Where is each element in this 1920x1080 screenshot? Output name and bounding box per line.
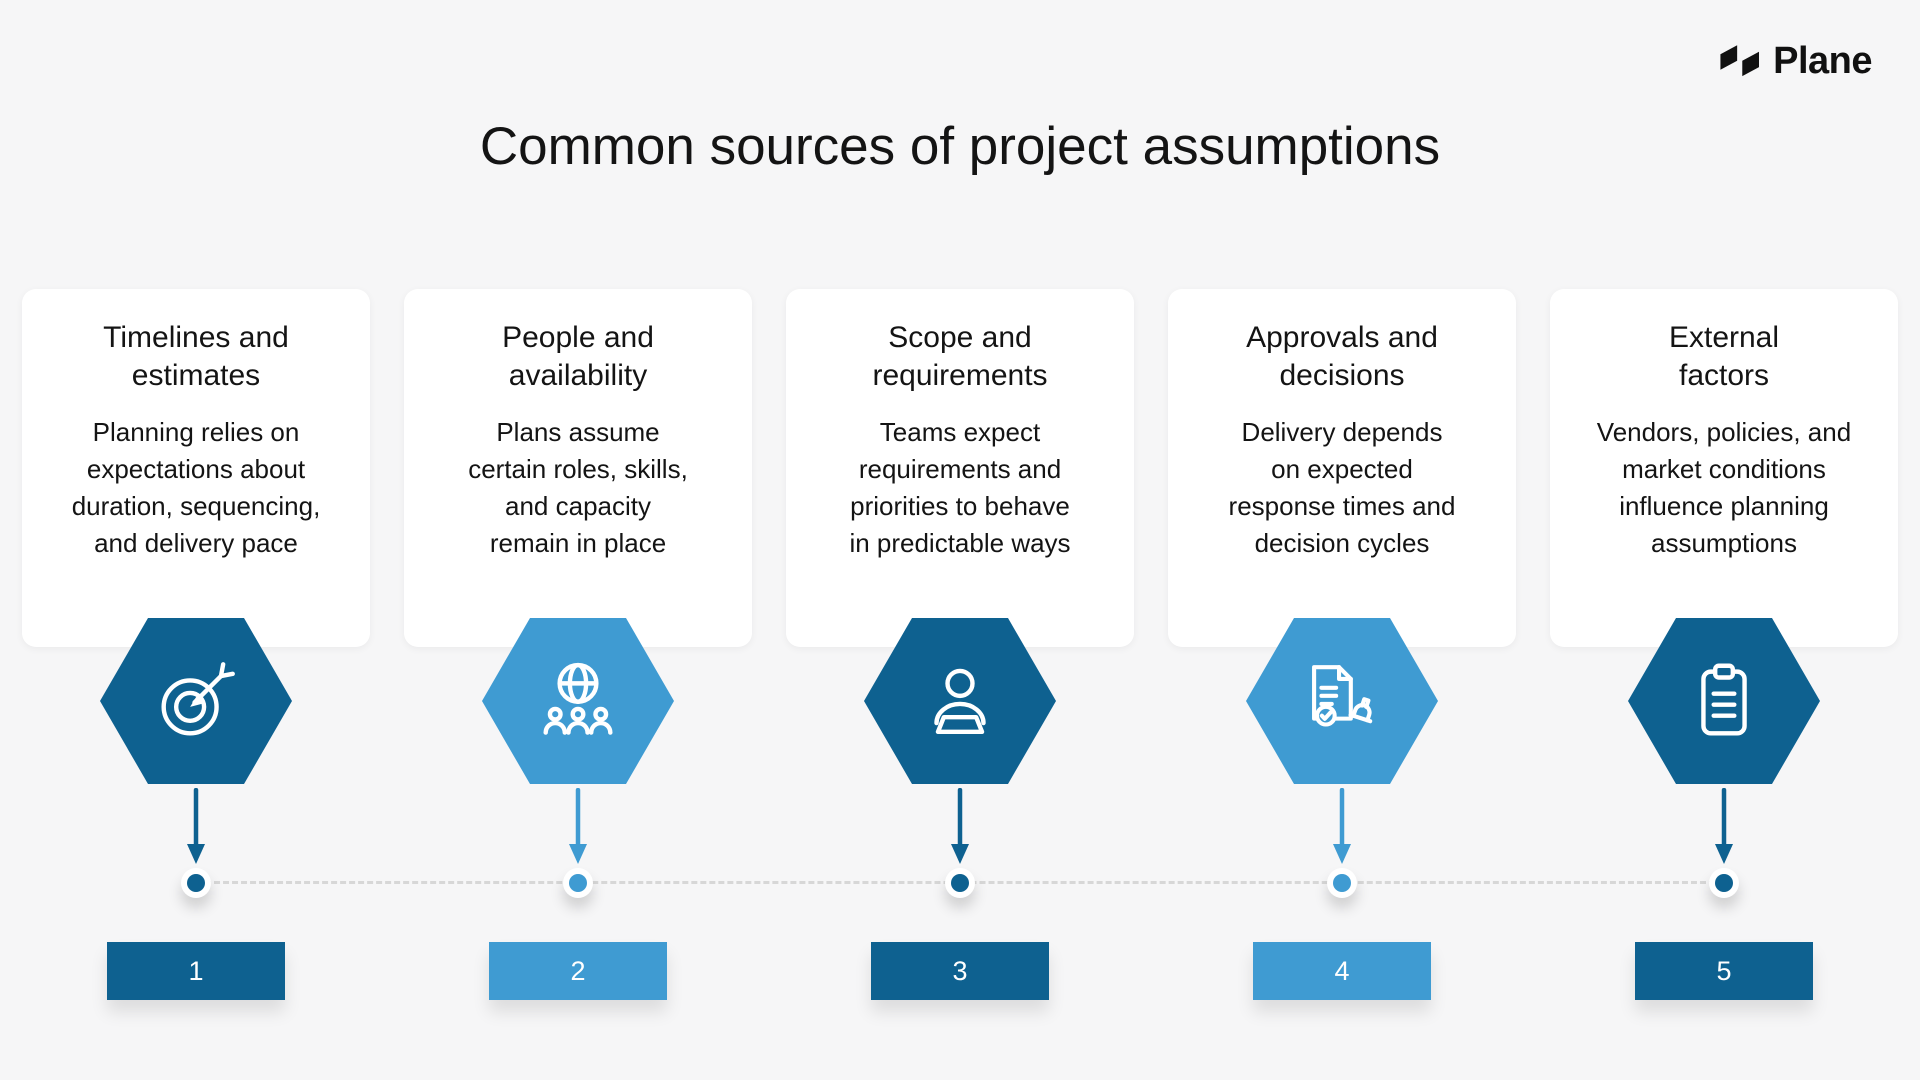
timeline-dot	[1327, 868, 1357, 898]
card-description: Vendors, policies, and market conditions…	[1596, 416, 1852, 558]
timeline-dot-core	[951, 874, 969, 892]
card-description: Teams expect requirements and priorities…	[849, 416, 1071, 558]
assumption-card: People and availability Plans assume cer…	[404, 289, 752, 647]
hexagon-badge	[1246, 618, 1438, 784]
hexagon-badge	[1628, 618, 1820, 784]
assumption-column: People and availability Plans assume cer…	[404, 289, 752, 1000]
arrow-down-icon	[1333, 788, 1351, 864]
step-number-badge: 2	[489, 942, 667, 1000]
brand-logo: Plane	[1719, 40, 1872, 83]
assumption-card: Scope and requirements Teams expect requ…	[786, 289, 1134, 647]
hexagon-badge	[864, 618, 1056, 784]
timeline-dot	[563, 868, 593, 898]
hexagon-badge	[482, 618, 674, 784]
timeline-dot	[181, 868, 211, 898]
timeline-dot-core	[569, 874, 587, 892]
assumption-column: Timelines and estimates Planning relies …	[22, 289, 370, 1000]
arrow-down-icon	[951, 788, 969, 864]
timeline-dot-core	[1715, 874, 1733, 892]
assumption-card: Approvals and decisions Delivery depends…	[1168, 289, 1516, 647]
card-description: Plans assume certain roles, skills, and …	[468, 416, 688, 558]
assumption-column: Approvals and decisions Delivery depends…	[1168, 289, 1516, 1000]
card-title: People and availability	[502, 321, 654, 393]
hexagon-badge	[100, 618, 292, 784]
assumption-column: External factors Vendors, policies, and …	[1550, 289, 1898, 1000]
assumption-card: Timelines and estimates Planning relies …	[22, 289, 370, 647]
columns: Timelines and estimates Planning relies …	[22, 289, 1898, 1000]
page-title: Common sources of project assumptions	[479, 117, 1441, 176]
plane-logo-icon	[1720, 44, 1760, 76]
arrow-down-icon	[1715, 788, 1733, 864]
card-title: Approvals and decisions	[1246, 321, 1438, 393]
timeline-dot-core	[187, 874, 205, 892]
brand-name: Plane	[1773, 40, 1872, 82]
timeline-dot	[1709, 868, 1739, 898]
step-number-badge: 3	[871, 942, 1049, 1000]
arrow-down-icon	[569, 788, 587, 864]
timeline-dot	[945, 868, 975, 898]
assumption-card: External factors Vendors, policies, and …	[1550, 289, 1898, 647]
assumption-column: Scope and requirements Teams expect requ…	[786, 289, 1134, 1000]
clipboard-icon	[1677, 654, 1771, 748]
step-number-badge: 5	[1635, 942, 1813, 1000]
timeline-dot-core	[1333, 874, 1351, 892]
card-description: Delivery depends on expected response ti…	[1228, 416, 1456, 558]
card-title: Scope and requirements	[872, 321, 1048, 393]
globe-people-icon	[531, 654, 625, 748]
step-number-badge: 1	[107, 942, 285, 1000]
step-number-badge: 4	[1253, 942, 1431, 1000]
card-title: Timelines and estimates	[103, 321, 289, 393]
arrow-down-icon	[187, 788, 205, 864]
target-icon	[149, 654, 243, 748]
document-approval-icon	[1295, 654, 1389, 748]
card-description: Planning relies on expectations about du…	[71, 416, 321, 558]
card-title: External factors	[1668, 321, 1780, 393]
person-laptop-icon	[913, 654, 1007, 748]
